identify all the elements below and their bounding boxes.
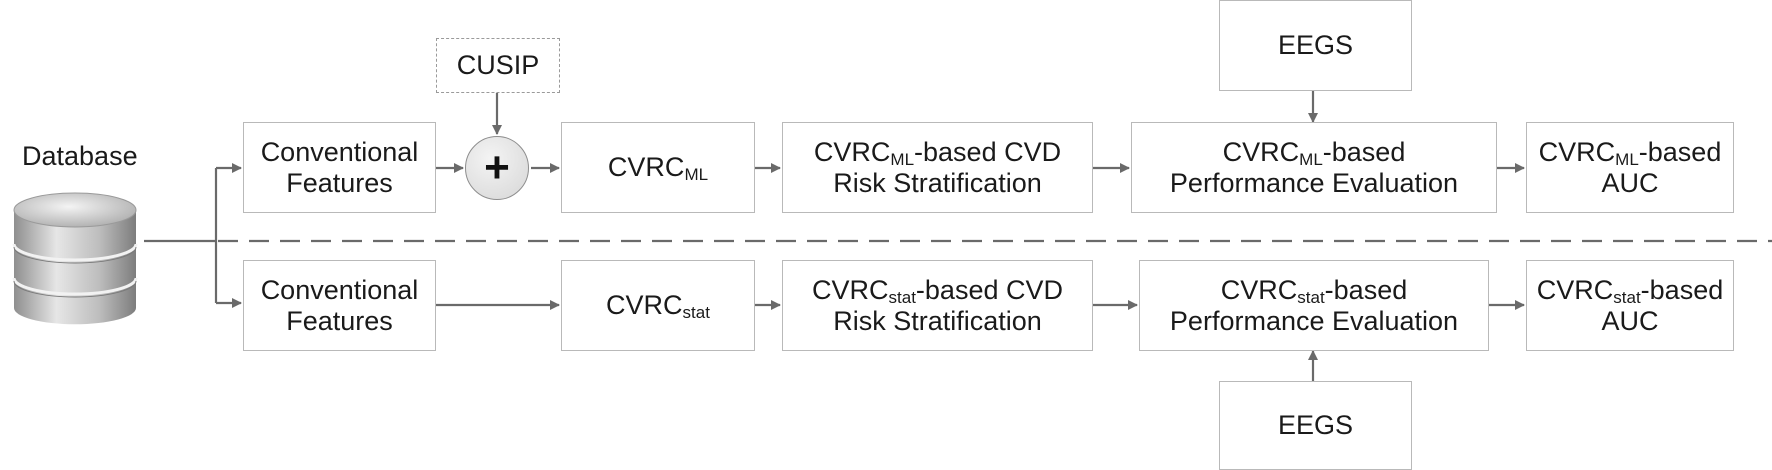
stat-auc-sub: stat (1613, 287, 1641, 307)
stat-strat-suffix: -based CVD (915, 274, 1063, 305)
stat-eval-line1: CVRCstat-based (1221, 275, 1407, 306)
stat-model-prefix: CVRC (606, 290, 683, 320)
ml-strat-line2: Risk Stratification (833, 167, 1042, 198)
ml-auc-prefix: CVRC (1538, 136, 1616, 167)
ml-evaluation-box: CVRCML-based Performance Evaluation (1131, 122, 1497, 213)
ml-model-label: CVRCML (608, 152, 708, 183)
stat-evaluation-box: CVRCstat-based Performance Evaluation (1139, 260, 1489, 351)
stat-auc-box: CVRCstat-based AUC (1526, 260, 1734, 351)
ml-model-box: CVRCML (561, 122, 755, 213)
stat-features-box: Conventional Features (243, 260, 436, 351)
ml-model-sub: ML (684, 165, 709, 184)
ml-auc-sub: ML (1615, 149, 1639, 169)
stat-features-line2: Features (286, 305, 393, 336)
stat-auc-prefix: CVRC (1536, 274, 1614, 305)
stat-model-sub: stat (682, 303, 710, 322)
ml-features-line1: Conventional (260, 136, 419, 167)
ml-eval-suffix: -based (1322, 136, 1406, 167)
database-label: Database (22, 141, 138, 171)
ml-eval-sub: ML (1299, 149, 1323, 169)
ml-strat-line1: CVRCML-based CVD (814, 137, 1061, 168)
ml-model-prefix: CVRC (607, 152, 685, 182)
stat-auc-line2: AUC (1601, 305, 1659, 336)
cusip-label: CUSIP (456, 50, 540, 80)
eegs-bottom-label: EEGS (1277, 410, 1354, 440)
ml-features-box: Conventional Features (243, 122, 436, 213)
ml-strat-suffix: -based CVD (914, 136, 1062, 167)
stat-eval-prefix: CVRC (1220, 274, 1298, 305)
ml-eval-prefix: CVRC (1222, 136, 1300, 167)
ml-auc-line2: AUC (1601, 167, 1659, 198)
stat-auc-suffix: -based (1640, 274, 1724, 305)
database-icon (12, 192, 138, 325)
cusip-box: CUSIP (436, 38, 560, 93)
ml-auc-suffix: -based (1638, 136, 1722, 167)
stat-strat-line2: Risk Stratification (833, 305, 1042, 336)
ml-auc-box: CVRCML-based AUC (1526, 122, 1734, 213)
stat-eval-line2: Performance Evaluation (1169, 305, 1459, 336)
plus-icon: + (484, 143, 510, 192)
stat-model-box: CVRCstat (561, 260, 755, 351)
combine-plus-node: + (465, 136, 529, 200)
ml-eval-line2: Performance Evaluation (1169, 167, 1459, 198)
stat-strat-line1: CVRCstat-based CVD (812, 275, 1063, 306)
stat-features-line1: Conventional (260, 274, 419, 305)
stat-model-label: CVRCstat (606, 290, 710, 321)
ml-eval-line1: CVRCML-based (1223, 137, 1406, 168)
ml-strat-prefix: CVRC (813, 136, 891, 167)
eegs-top-box: EEGS (1219, 0, 1412, 91)
ml-features-line2: Features (286, 167, 393, 198)
stat-eval-sub: stat (1297, 287, 1325, 307)
eegs-bottom-box: EEGS (1219, 381, 1412, 470)
ml-strat-sub: ML (890, 149, 915, 169)
stat-strat-sub: stat (888, 287, 916, 307)
stat-strat-prefix: CVRC (812, 274, 889, 305)
stat-auc-line1: CVRCstat-based (1537, 275, 1723, 306)
ml-stratification-box: CVRCML-based CVD Risk Stratification (782, 122, 1093, 213)
ml-auc-line1: CVRCML-based (1539, 137, 1722, 168)
eegs-top-label: EEGS (1277, 30, 1354, 60)
stat-eval-suffix: -based (1324, 274, 1408, 305)
stat-stratification-box: CVRCstat-based CVD Risk Stratification (782, 260, 1093, 351)
